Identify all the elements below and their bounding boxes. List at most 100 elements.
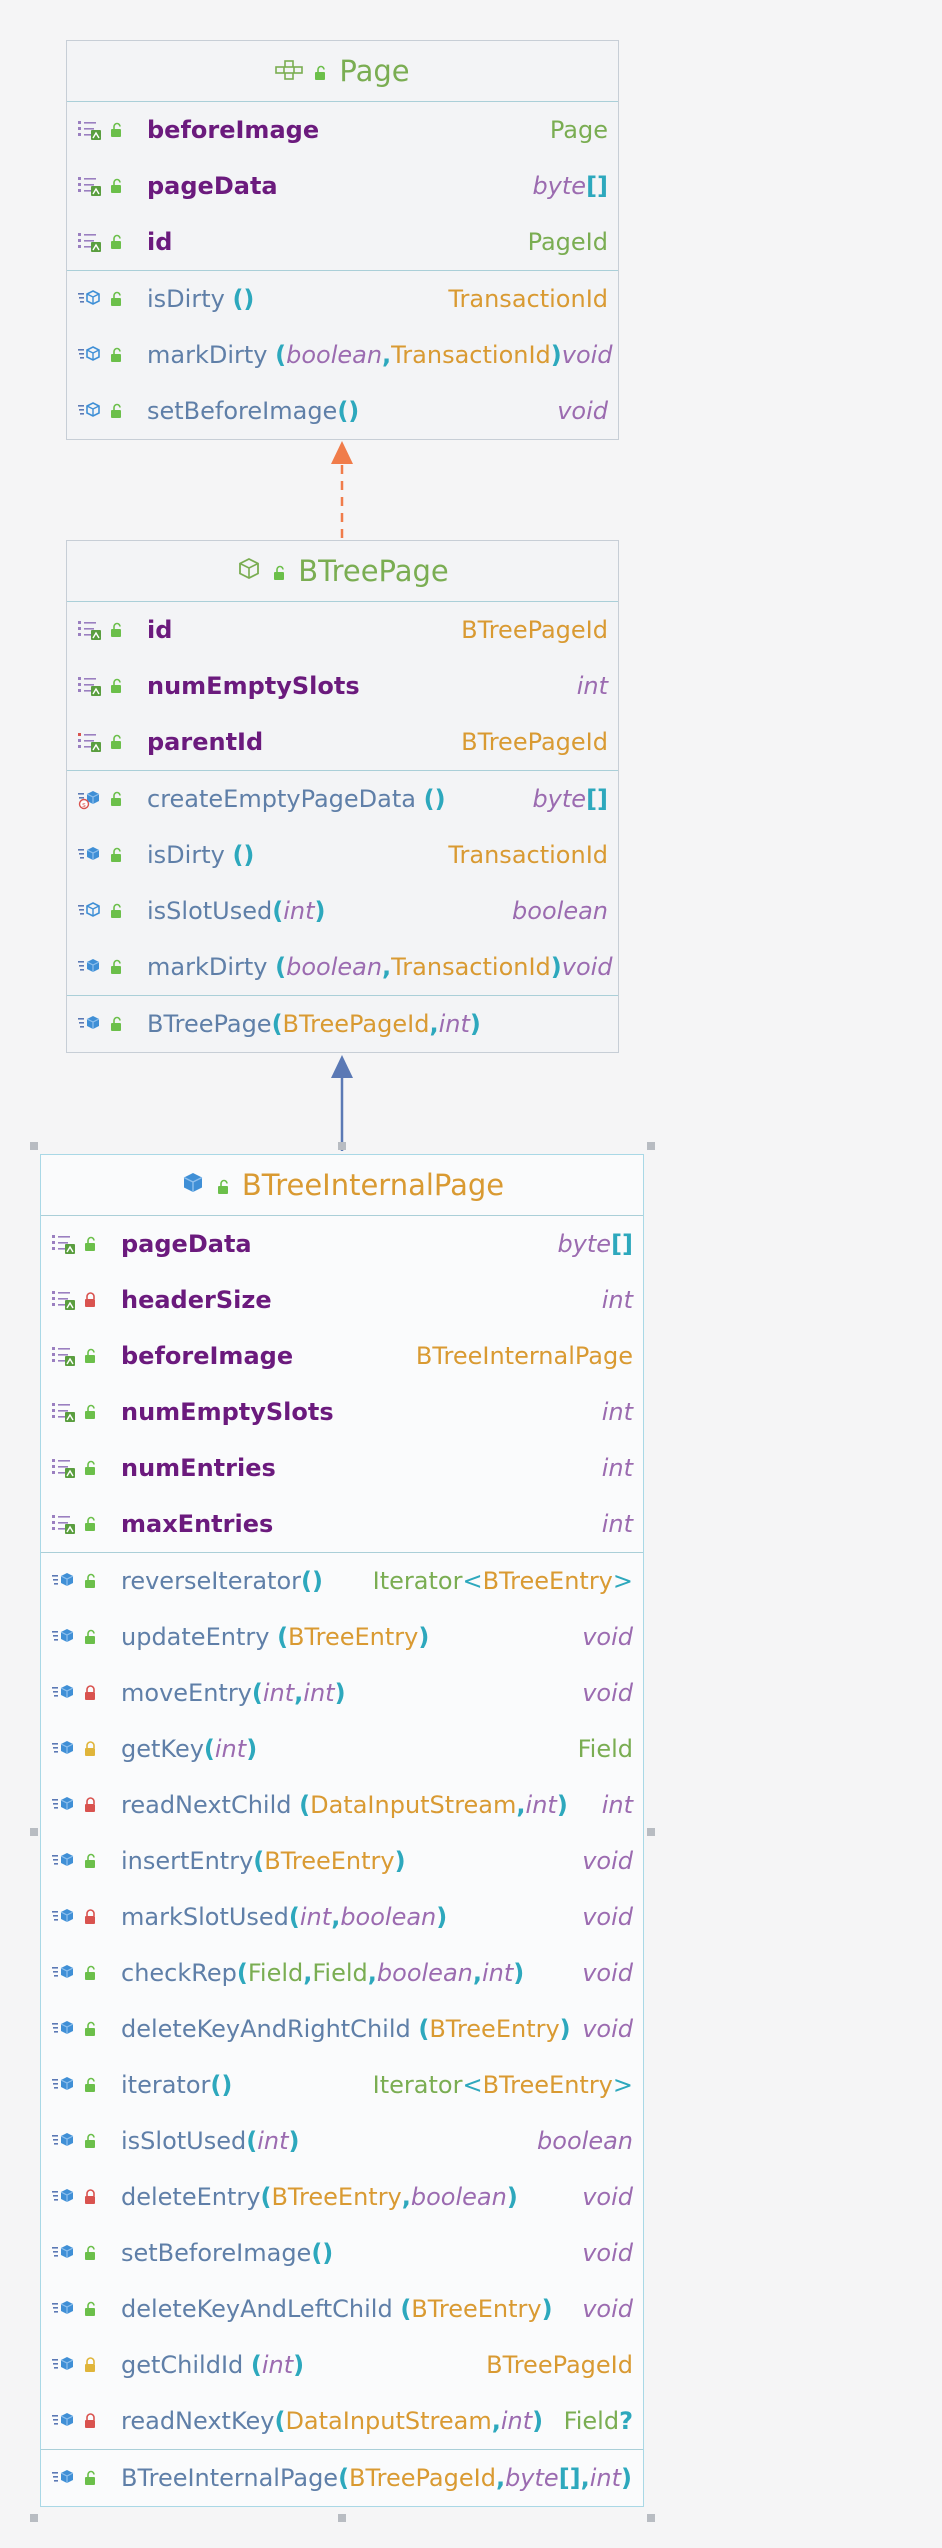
method-row[interactable]: isSlotUsed(int)boolean bbox=[41, 2113, 643, 2169]
param-type: BTreeEntry bbox=[429, 2015, 560, 2043]
resize-handle-bl[interactable] bbox=[30, 2514, 38, 2522]
field-icon bbox=[51, 1401, 77, 1423]
param-type: int bbox=[214, 1735, 247, 1763]
type-label: void bbox=[561, 341, 613, 369]
method-row[interactable]: setBeforeImage()void bbox=[41, 2225, 643, 2281]
method-icon bbox=[77, 288, 103, 310]
field-icon bbox=[77, 119, 103, 141]
class-header[interactable]: Page bbox=[67, 41, 618, 102]
constructor-row[interactable]: BTreeInternalPage(BTreePageId, byte[], i… bbox=[41, 2450, 643, 2506]
unlock-icon bbox=[109, 791, 125, 807]
method-row[interactable]: markSlotUsed(int, boolean)void bbox=[41, 1889, 643, 1945]
type-label: BTreeInternalPage bbox=[415, 1342, 633, 1370]
param-type: boolean bbox=[340, 1903, 437, 1931]
type-label: boolean bbox=[537, 2127, 633, 2155]
resize-handle-tl[interactable] bbox=[30, 1142, 38, 1150]
method-row[interactable]: insertEntry(BTreeEntry)void bbox=[41, 1833, 643, 1889]
method-row[interactable]: markDirty (boolean, TransactionId)void bbox=[67, 939, 618, 995]
method-row[interactable]: deleteKeyAndRightChild (BTreeEntry)void bbox=[41, 2001, 643, 2057]
method-row[interactable]: isSlotUsed(int)boolean bbox=[67, 883, 618, 939]
constructor-row[interactable]: BTreePage(BTreePageId, int) bbox=[67, 996, 618, 1052]
method-row[interactable]: isDirty ()TransactionId bbox=[67, 827, 618, 883]
unlock-icon bbox=[109, 734, 125, 750]
method-row[interactable]: iterator()Iterator<BTreeEntry> bbox=[41, 2057, 643, 2113]
unlock-icon bbox=[109, 347, 125, 363]
method-row[interactable]: moveEntry(int, int)void bbox=[41, 1665, 643, 1721]
constructors-section: BTreePage(BTreePageId, int) bbox=[67, 996, 618, 1052]
field-icon bbox=[51, 1233, 77, 1255]
method-row[interactable]: getChildId (int)BTreePageId bbox=[41, 2337, 643, 2393]
svg-text:s: s bbox=[82, 801, 86, 809]
param-type: int bbox=[299, 1903, 332, 1931]
field-icon bbox=[51, 1289, 77, 1311]
unlock-icon bbox=[109, 291, 125, 307]
method-name: readNextKey bbox=[121, 2407, 275, 2435]
method-row[interactable]: readNextKey(DataInputStream, int)Field? bbox=[41, 2393, 643, 2449]
method-icon: s bbox=[77, 788, 103, 810]
method-row[interactable]: setBeforeImage()void bbox=[67, 383, 618, 439]
method-row[interactable]: checkRep(Field, Field, boolean, int)void bbox=[41, 1945, 643, 2001]
field-name: pageData bbox=[147, 172, 278, 200]
param-type: boolean bbox=[286, 953, 383, 981]
type-label: Field bbox=[577, 1735, 633, 1763]
lock-icon bbox=[83, 2413, 99, 2429]
type-label: void bbox=[582, 2295, 633, 2323]
lock-icon bbox=[83, 1741, 99, 1757]
method-name: getChildId bbox=[121, 2351, 244, 2379]
method-row[interactable]: updateEntry (BTreeEntry)void bbox=[41, 1609, 643, 1665]
method-row[interactable]: readNextChild (DataInputStream, int)int bbox=[41, 1777, 643, 1833]
method-row[interactable]: getKey(int)Field bbox=[41, 1721, 643, 1777]
lock-icon bbox=[83, 1909, 99, 1925]
unlock-icon bbox=[83, 2245, 99, 2261]
class-header[interactable]: BTreePage bbox=[67, 541, 618, 602]
unlock-icon bbox=[83, 1516, 99, 1532]
inheritance-arrowhead bbox=[331, 1055, 353, 1078]
type-label: void bbox=[561, 953, 613, 981]
resize-handle-mr[interactable] bbox=[647, 1828, 655, 1836]
unlock-icon bbox=[272, 554, 288, 588]
type-label: PageId bbox=[527, 228, 608, 256]
class-header[interactable]: BTreeInternalPage bbox=[41, 1155, 643, 1216]
resize-handle-br[interactable] bbox=[647, 2514, 655, 2522]
field-name: beforeImage bbox=[147, 116, 320, 144]
resize-handle-ml[interactable] bbox=[30, 1828, 38, 1836]
method-name: readNextChild bbox=[121, 1791, 292, 1819]
method-icon bbox=[51, 1738, 77, 1760]
method-row[interactable]: isDirty ()TransactionId bbox=[67, 271, 618, 327]
method-row[interactable]: deleteEntry(BTreeEntry, boolean)void bbox=[41, 2169, 643, 2225]
type-label: byte[] bbox=[557, 1230, 633, 1258]
method-name: updateEntry bbox=[121, 1623, 270, 1651]
method-row[interactable]: deleteKeyAndLeftChild (BTreeEntry)void bbox=[41, 2281, 643, 2337]
resize-handle-tm[interactable] bbox=[338, 1142, 346, 1150]
method-row[interactable]: markDirty (boolean, TransactionId)void bbox=[67, 327, 618, 383]
method-name: getKey bbox=[121, 1735, 204, 1763]
methods-section: reverseIterator()Iterator<BTreeEntry>upd… bbox=[41, 1553, 643, 2450]
method-row[interactable]: reverseIterator()Iterator<BTreeEntry> bbox=[41, 1553, 643, 1609]
unlock-icon bbox=[83, 2301, 99, 2317]
resize-handle-bm[interactable] bbox=[338, 2514, 346, 2522]
resize-handle-tr[interactable] bbox=[647, 1142, 655, 1150]
type-label: BTreePageId bbox=[486, 2351, 633, 2379]
constructor-name: BTreeInternalPage bbox=[121, 2464, 339, 2492]
method-icon bbox=[51, 1850, 77, 1872]
unlock-icon bbox=[83, 2077, 99, 2093]
type-label: boolean bbox=[512, 897, 608, 925]
